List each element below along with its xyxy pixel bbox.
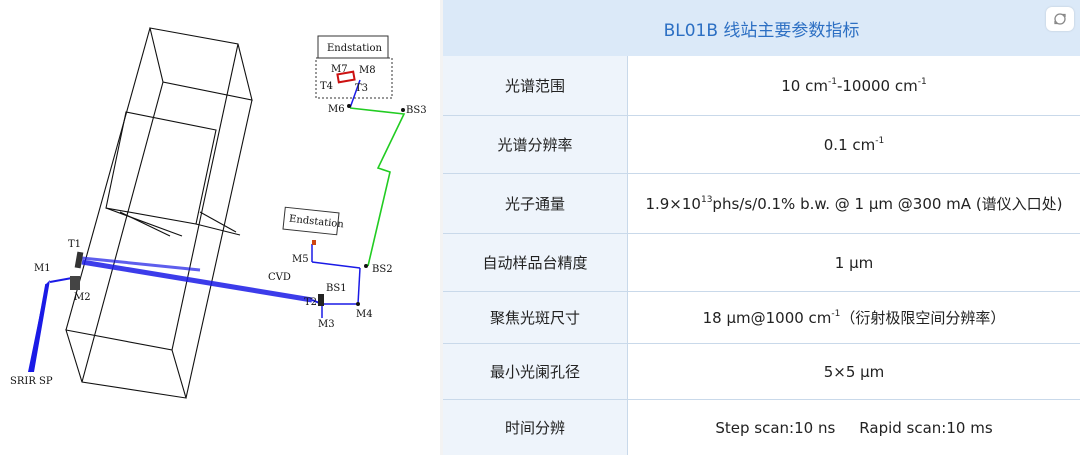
label-m3: M3: [318, 319, 335, 330]
endstation-boxes: [282, 35, 393, 236]
row-value: 5×5 μm: [628, 344, 1080, 399]
label-cvd: CVD: [268, 272, 291, 283]
panel-divider: [440, 0, 443, 455]
blue-beam-path: [28, 79, 361, 373]
parameter-table: BL01B 线站主要参数指标 光谱范围 10 cm-1-10000 cm-1 光…: [443, 0, 1080, 455]
table-row: 光谱分辨率 0.1 cm-1: [443, 116, 1080, 174]
table-title: BL01B 线站主要参数指标: [663, 20, 860, 41]
label-t3: T3: [355, 83, 368, 94]
label-m1: M1: [34, 263, 51, 274]
label-bs3: BS3: [406, 105, 427, 116]
label-m4: M4: [356, 309, 373, 320]
row-label: 光谱范围: [443, 56, 628, 115]
table-header: BL01B 线站主要参数指标: [443, 0, 1080, 57]
row-label: 光谱分辨率: [443, 116, 628, 173]
endstation-mid-label: Endstation: [288, 214, 344, 231]
table-row: 自动样品台精度 1 μm: [443, 234, 1080, 292]
shielding-box: [65, 27, 253, 399]
row-label: 时间分辨: [443, 400, 628, 455]
row-value: 18 μm@1000 cm-1（衍射极限空间分辨率）: [628, 292, 1080, 343]
label-m6: M6: [328, 104, 345, 115]
row-value: 1 μm: [628, 234, 1080, 291]
table-row: 聚焦光斑尺寸 18 μm@1000 cm-1（衍射极限空间分辨率）: [443, 292, 1080, 344]
label-t1: T1: [68, 239, 81, 250]
row-label: 聚焦光斑尺寸: [443, 292, 628, 343]
label-bs1: BS1: [326, 283, 347, 294]
row-value: 0.1 cm-1: [628, 116, 1080, 173]
label-m2: M2: [74, 292, 91, 303]
label-t2: T2: [304, 297, 317, 308]
row-label: 光子通量: [443, 174, 628, 233]
green-beam-path: [349, 107, 406, 267]
label-m7: M7: [331, 64, 348, 75]
row-label: 最小光阑孔径: [443, 344, 628, 399]
expand-icon[interactable]: [1046, 7, 1074, 31]
label-bs2: BS2: [372, 264, 393, 275]
beamline-diagram: Endstation Endstation M1 M2 T1 M3 T2 BS1…: [0, 0, 440, 455]
row-label: 自动样品台精度: [443, 234, 628, 291]
label-t4: T4: [320, 81, 333, 92]
table-row: 光谱范围 10 cm-1-10000 cm-1: [443, 56, 1080, 116]
table-row: 最小光阑孔径 5×5 μm: [443, 344, 1080, 400]
label-source: SRIR SP: [10, 376, 53, 387]
label-m5: M5: [292, 254, 309, 265]
mirror-elements: [70, 70, 405, 306]
label-m8: M8: [359, 65, 376, 76]
row-value: 10 cm-1-10000 cm-1: [628, 56, 1080, 115]
endstation-top-label: Endstation: [327, 43, 382, 54]
